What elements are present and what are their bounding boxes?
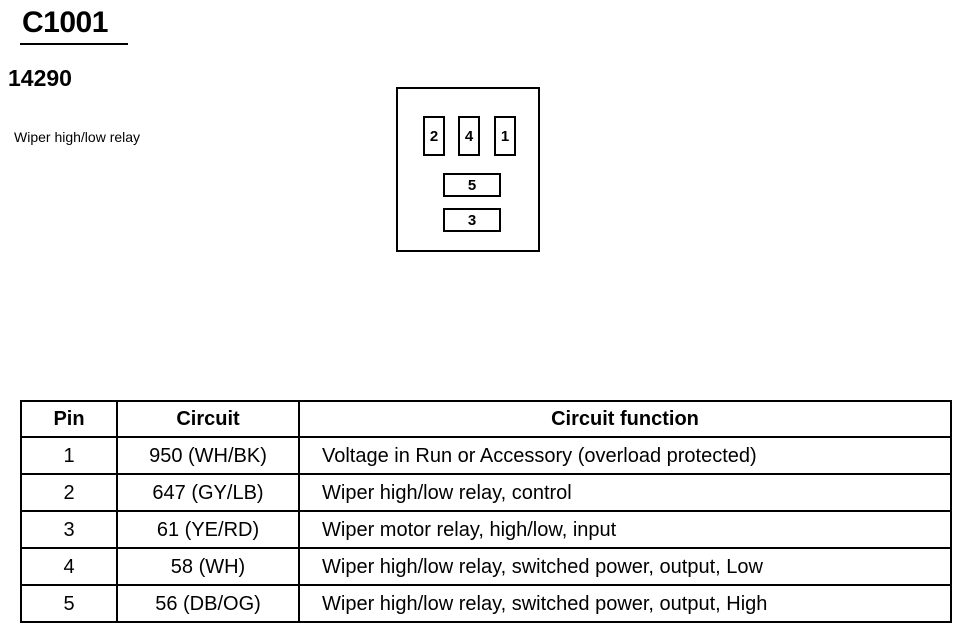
header-pin: Pin [20, 400, 118, 438]
table-row: 5 56 (DB/OG) Wiper high/low relay, switc… [20, 584, 952, 623]
pinout-table: Pin Circuit Circuit function 1 950 (WH/B… [20, 400, 952, 623]
circuit-cell: 647 (GY/LB) [116, 473, 300, 512]
pin-cell: 5 [20, 584, 118, 623]
header-circuit-function: Circuit function [298, 400, 952, 438]
table-row: 4 58 (WH) Wiper high/low relay, switched… [20, 547, 952, 586]
function-cell: Wiper high/low relay, switched power, ou… [298, 584, 952, 623]
table-header-row: Pin Circuit Circuit function [20, 400, 952, 438]
pin-cavity-4: 4 [458, 116, 480, 156]
pin-cavity-3: 3 [443, 208, 501, 232]
pin-cavity-5: 5 [443, 173, 501, 197]
pin-cell: 1 [20, 436, 118, 475]
connector-id-underline [20, 43, 128, 45]
pin-cavity-1: 1 [494, 116, 516, 156]
pin-cell: 4 [20, 547, 118, 586]
pin-cell: 3 [20, 510, 118, 549]
pin-cavity-2: 2 [423, 116, 445, 156]
table-row: 2 647 (GY/LB) Wiper high/low relay, cont… [20, 473, 952, 512]
function-cell: Wiper high/low relay, switched power, ou… [298, 547, 952, 586]
function-cell: Wiper high/low relay, control [298, 473, 952, 512]
table-row: 3 61 (YE/RD) Wiper motor relay, high/low… [20, 510, 952, 549]
circuit-cell: 950 (WH/BK) [116, 436, 300, 475]
circuit-cell: 58 (WH) [116, 547, 300, 586]
circuit-cell: 56 (DB/OG) [116, 584, 300, 623]
table-row: 1 950 (WH/BK) Voltage in Run or Accessor… [20, 436, 952, 475]
circuit-cell: 61 (YE/RD) [116, 510, 300, 549]
connector-id: C1001 [22, 6, 108, 39]
header-circuit: Circuit [116, 400, 300, 438]
part-number: 14290 [8, 65, 72, 91]
pin-cell: 2 [20, 473, 118, 512]
component-description: Wiper high/low relay [14, 129, 141, 145]
function-cell: Wiper motor relay, high/low, input [298, 510, 952, 549]
connector-face-diagram: 2 4 1 5 3 [396, 87, 540, 252]
function-cell: Voltage in Run or Accessory (overload pr… [298, 436, 952, 475]
